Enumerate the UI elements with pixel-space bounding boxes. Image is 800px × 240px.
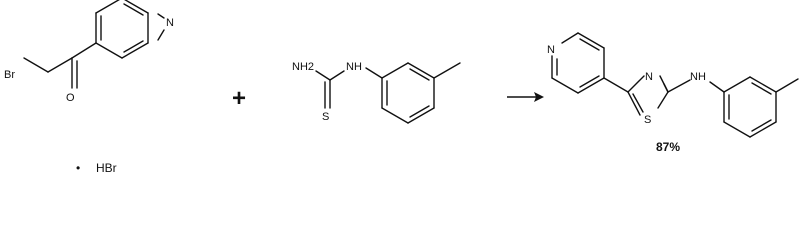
- product-pyridine-ring: [551, 32, 605, 94]
- salt-bullet: •: [76, 161, 80, 175]
- hbr-salt: • HBr: [76, 161, 117, 175]
- pyridine-nitrogen-label: N: [166, 17, 174, 29]
- reaction-arrow: [507, 92, 544, 102]
- product-pyridine-n-label: N: [547, 44, 555, 56]
- plus-sign: +: [232, 85, 246, 112]
- carbonyl-oxygen-label: O: [66, 92, 75, 104]
- product-aminothiazole: N N S NH 87%: [547, 32, 799, 154]
- bromine-label: Br: [4, 69, 15, 81]
- thione-sulfur-label: S: [322, 111, 329, 123]
- product-nh-label: NH: [690, 71, 706, 83]
- reaction-scheme: N O Br • HBr + NH2 NH S: [4, 0, 799, 175]
- reactant-tolylthiourea: NH2 NH S: [292, 61, 461, 124]
- reactant-bromoacetylpyridine: N O Br • HBr: [4, 0, 174, 175]
- pyridine-ring: [95, 0, 149, 59]
- yield-label: 87%: [656, 140, 680, 154]
- amine-label: NH2: [292, 61, 314, 73]
- salt-label: HBr: [96, 161, 117, 175]
- nh-label: NH: [346, 61, 362, 73]
- ring-n-bond: [157, 13, 165, 19]
- tolyl-ring: [381, 62, 461, 124]
- acyl-chain: [23, 42, 97, 89]
- thiazole-ring: [603, 75, 691, 116]
- thiazole-n-label: N: [645, 71, 653, 83]
- thiazole-s-label: S: [644, 114, 651, 126]
- thiourea-bonds: [315, 67, 383, 109]
- ring-n-bond-2: [157, 29, 165, 41]
- product-tolyl-ring: [709, 76, 799, 138]
